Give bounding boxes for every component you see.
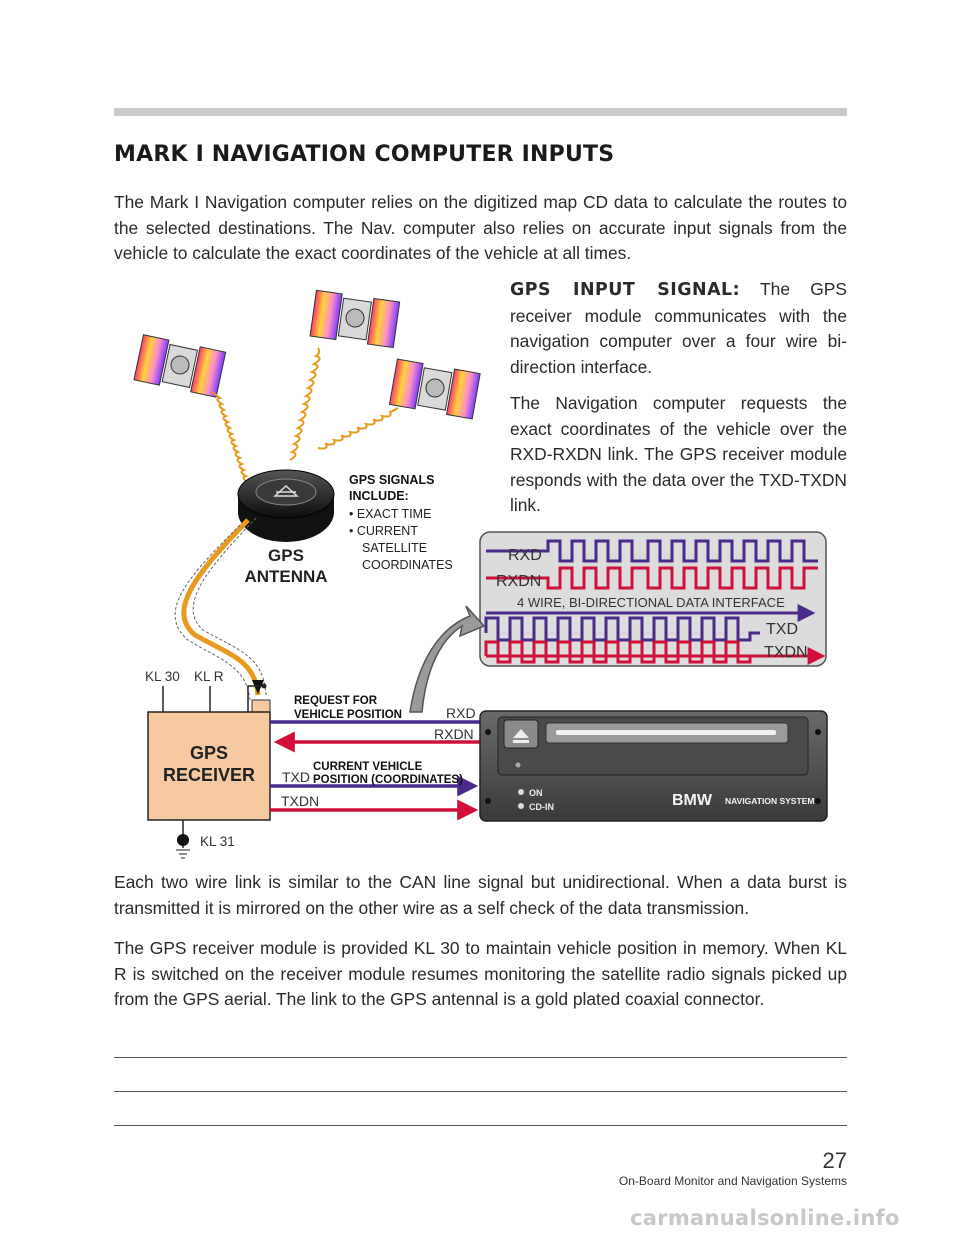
- receiver-label-2: RECEIVER: [163, 765, 255, 785]
- page-number: 27: [822, 1148, 847, 1173]
- navigation-unit: [479, 710, 828, 822]
- wire-rxd-label: RXD: [446, 705, 476, 721]
- interface-callout-arrow: [409, 605, 486, 713]
- kl31-label: KL 31: [200, 834, 235, 849]
- antenna-label-1: GPS: [268, 546, 304, 565]
- kl-paragraph: The GPS receiver module is provided KL 3…: [114, 938, 847, 1009]
- unit-on-label: ON: [529, 788, 543, 798]
- antenna-label-2: ANTENNA: [244, 567, 327, 586]
- gps-receiver-box: [147, 711, 271, 821]
- gps-signals-item-2a: • CURRENT: [349, 524, 418, 538]
- wire-txdn-label: TXDN: [281, 793, 319, 809]
- gps-signal-text: The GPS receiver module communicates wit…: [510, 279, 847, 377]
- intro-paragraph: The Mark I Navigation computer relies on…: [114, 192, 847, 263]
- request-label-1: REQUEST FOR: [294, 695, 378, 707]
- klr-label: KL R: [194, 669, 224, 684]
- satellite-3-icon: [388, 358, 481, 420]
- note-line-1: [114, 1057, 847, 1058]
- interface-title: 4 WIRE, BI-DIRECTIONAL DATA INTERFACE: [517, 595, 785, 610]
- signal-wave-2: [289, 347, 321, 461]
- request-label-2: VEHICLE POSITION: [294, 709, 402, 721]
- interface-txd: TXD: [766, 621, 798, 638]
- current-label-1: CURRENT VEHICLE: [313, 761, 423, 773]
- page-title: MARK I NAVIGATION COMPUTER INPUTS: [114, 142, 615, 167]
- gps-antenna-icon: [237, 469, 335, 542]
- signal-wave-3: [317, 407, 399, 450]
- data-interface-panel: [479, 531, 827, 667]
- interface-rxd: RXD: [508, 547, 542, 564]
- footer-text: On-Board Monitor and Navigation Systems: [618, 1174, 847, 1188]
- gps-signals-item-1: • EXACT TIME: [349, 507, 431, 521]
- note-line-2: [114, 1091, 847, 1092]
- gps-signals-title-2: INCLUDE:: [349, 489, 409, 503]
- coax-cable: [181, 518, 261, 696]
- note-line-3: [114, 1125, 847, 1126]
- signal-wave-1: [211, 391, 249, 483]
- kl30-label: KL 30: [145, 669, 180, 684]
- gps-signal-paragraph: GPS INPUT SIGNAL: The GPS receiver modul…: [510, 277, 847, 380]
- receiver-label-1: GPS: [190, 743, 228, 763]
- watermark: carmanualsonline.info: [630, 1206, 900, 1230]
- satellite-2-icon: [309, 289, 401, 349]
- gps-signals-title-1: GPS SIGNALS: [349, 473, 434, 487]
- interface-txdn: TXDN: [764, 644, 808, 661]
- gps-signals-item-2c: COORDINATES: [362, 558, 453, 572]
- gps-signal-label: GPS INPUT SIGNAL:: [510, 280, 741, 300]
- wire-rxdn-label: RXDN: [434, 726, 474, 742]
- can-paragraph: Each two wire link is similar to the CAN…: [114, 872, 847, 918]
- unit-system-label: NAVIGATION SYSTEM: [725, 796, 814, 806]
- interface-rxdn: RXDN: [496, 573, 541, 590]
- unit-brand: BMW: [672, 792, 713, 809]
- unit-cdin-label: CD-IN: [529, 802, 554, 812]
- wire-txd-label: TXD: [282, 769, 310, 785]
- gps-link-paragraph: The Navigation computer requests the exa…: [510, 393, 847, 515]
- satellite-1-icon: [133, 334, 227, 398]
- current-label-2: POSITION (COORDINATES): [313, 774, 463, 786]
- gps-signals-item-2b: SATELLITE: [362, 541, 427, 555]
- top-rule: [114, 108, 847, 116]
